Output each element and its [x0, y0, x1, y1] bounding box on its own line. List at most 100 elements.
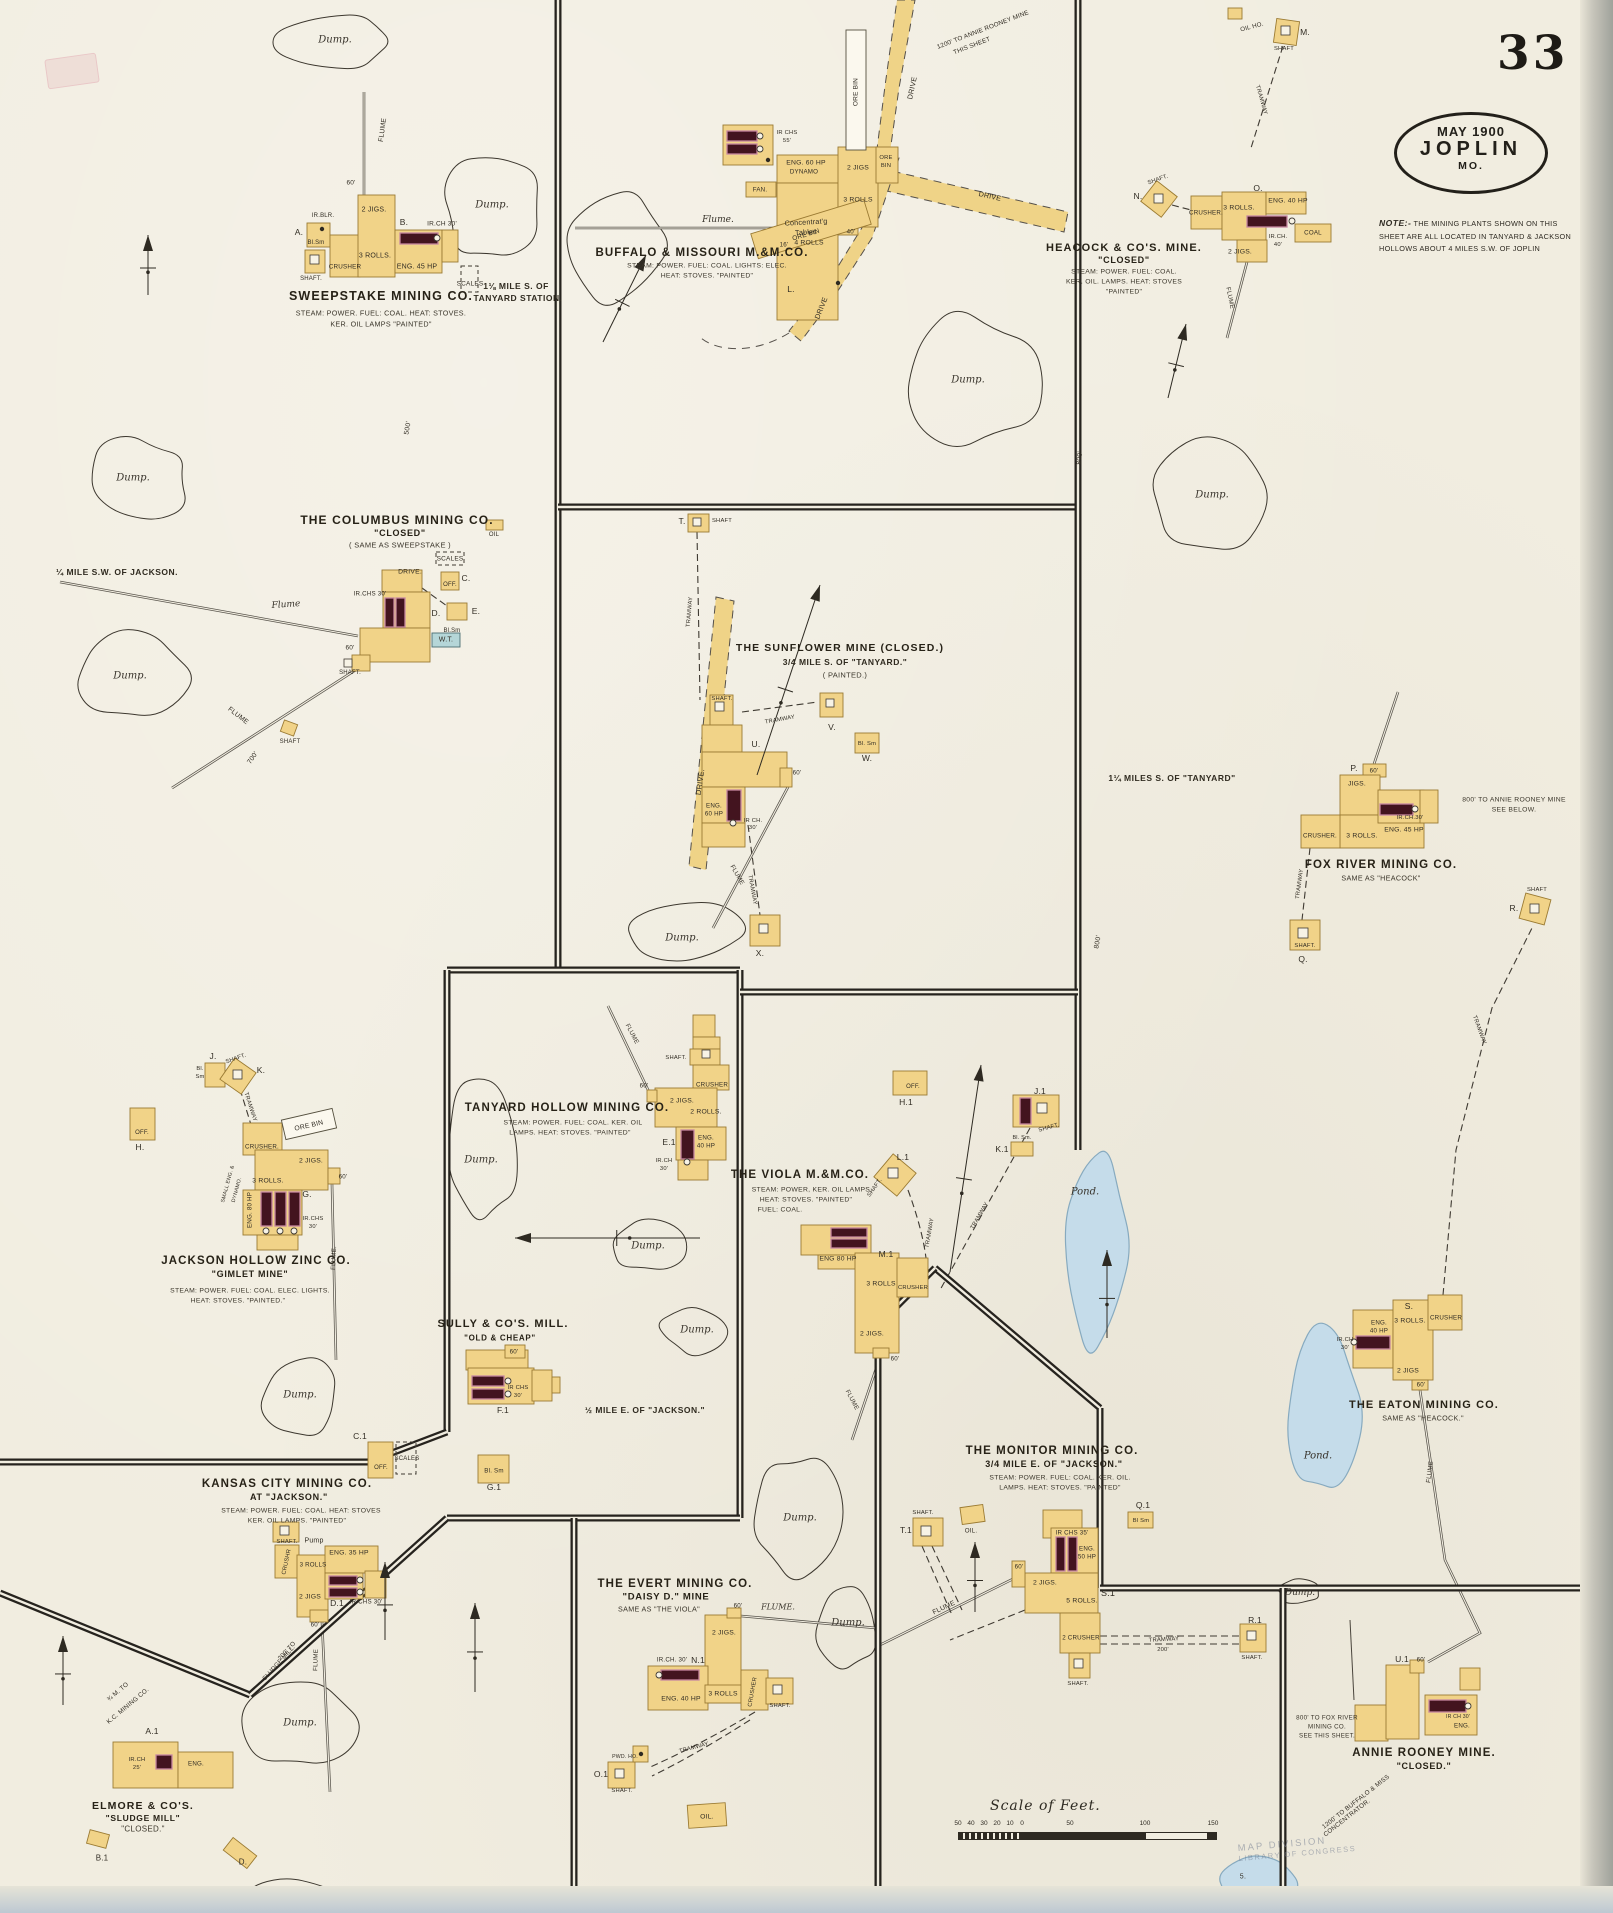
map-label: BUFFALO & MISSOURI M.&M.CO. [595, 247, 809, 259]
map-label: Dump. [113, 670, 147, 682]
map-label: Q. [1298, 954, 1308, 964]
map-label: FLUME. [329, 1245, 339, 1271]
scale-tick: 20 [993, 1820, 1001, 1827]
map-label: CRUSHER. [245, 1143, 279, 1151]
map-label: THE EVERT MINING CO. [597, 1578, 753, 1590]
map-label: SHAFT. [912, 1510, 934, 1516]
flume-lines [59, 92, 1482, 1793]
map-label: OIL. [700, 1813, 714, 1821]
map-label: SHAFT [279, 739, 301, 745]
map-label: ORE BIN [852, 77, 860, 107]
map-label: 30' [1340, 1345, 1350, 1351]
map-label: 1¼ MILES S. OF "TANYARD" [1108, 773, 1236, 783]
map-label: ELMORE & CO'S. [92, 1800, 194, 1812]
map-label: U.1 [1395, 1654, 1409, 1664]
map-label: Flume. [702, 215, 734, 225]
map-label: JACKSON HOLLOW ZINC CO. [161, 1255, 351, 1267]
scale-tick: 50 [954, 1820, 962, 1827]
map-label: SHAFT. [1067, 1681, 1089, 1687]
map-label: THE COLUMBUS MINING CO. [300, 513, 494, 527]
map-label: SCALES [456, 280, 484, 288]
map-label: KANSAS CITY MINING CO. [201, 1478, 373, 1490]
map-label: Dump. [783, 1512, 817, 1524]
map-label: ½ MILE E. OF "JACKSON." [584, 1405, 706, 1415]
map-label: FAN. [752, 186, 768, 194]
map-label: W. [861, 753, 873, 763]
map-label: 30' [308, 1224, 318, 1230]
map-label: SULLY & CO'S. MILL. [437, 1318, 569, 1330]
map-label: IR.CH [655, 1158, 673, 1164]
map-label: "CLOSED" [1098, 255, 1150, 265]
map-label: SHAFT. [1241, 1655, 1263, 1661]
map-label: G. [302, 1189, 312, 1199]
map-label: 3 ROLLS. [358, 252, 392, 260]
map-label: K. [256, 1065, 266, 1075]
map-label: O.1 [593, 1769, 609, 1779]
map-label: 3 ROLLS [843, 196, 873, 204]
map-label: 30' [513, 1393, 523, 1399]
map-label: KER. OIL LAMPS "PAINTED" [330, 319, 432, 329]
map-label: 55' [782, 138, 792, 144]
map-label: Dump. [283, 1717, 317, 1729]
map-label: OFF. [135, 1130, 149, 1136]
map-label: Dump. [1284, 1588, 1316, 1598]
scales-dashed [395, 265, 479, 1475]
map-label: 25' [132, 1765, 142, 1771]
map-label: COAL [1304, 229, 1322, 237]
map-label: OIL. [964, 1527, 978, 1535]
map-label: 2 JIGS. [1032, 1579, 1058, 1587]
scale-bar-segment [958, 1832, 1024, 1840]
map-label: DRIVE. [398, 568, 422, 576]
map-label: 60' [1369, 767, 1379, 775]
map-label: 3 ROLLS [708, 1690, 738, 1698]
map-label: HEAT: STOVES. "PAINTED" [759, 1196, 853, 1204]
map-label: Sm [195, 1074, 205, 1080]
map-label: Dump. [831, 1617, 865, 1629]
map-label: S.1 [1100, 1588, 1116, 1598]
paper-edge-right [1580, 0, 1613, 1913]
map-label: 2 JIGS [1397, 1367, 1419, 1375]
map-label: 1⅛ MILE S. OF [483, 281, 549, 291]
map-label: Bl. Sm [484, 1467, 504, 1475]
scale-tick: 10 [1006, 1820, 1014, 1827]
map-label: Q.1 [1135, 1500, 1151, 1510]
map-label: S. [1404, 1301, 1414, 1311]
map-label: IR.CH [1336, 1337, 1354, 1343]
map-label: ENG. 40 HP [661, 1695, 701, 1703]
map-label: Bl Sm [1132, 1518, 1150, 1524]
note-line-1: THE MINING PLANTS SHOWN ON THIS [1411, 219, 1558, 228]
map-label: 2 ROLLS. [690, 1108, 722, 1116]
map-label: IR.CH 30' [427, 220, 457, 228]
scale-bar-segment [1145, 1832, 1209, 1840]
map-label: SHAFT. [665, 1055, 687, 1061]
map-label: Dump. [318, 34, 352, 46]
map-label: STEAM: POWER, KER. OIL LAMPS. [751, 1186, 873, 1194]
map-label: 40 HP [696, 1142, 716, 1150]
map-label: SHAFT. [1294, 943, 1316, 949]
map-label: ENG. [1454, 1722, 1470, 1730]
map-label: ENG. 60 HP [786, 159, 826, 167]
map-label: CRUSHER [328, 263, 362, 271]
map-label: Dump. [464, 1154, 498, 1166]
map-label: A.1 [145, 1726, 159, 1736]
map-label: 3 ROLLS [866, 1280, 896, 1288]
map-label: STEAM: POWER. FUEL: COAL. ELEC. LIGHTS. [170, 1287, 330, 1295]
map-label: D. [431, 608, 441, 618]
map-label: Dump. [475, 199, 509, 211]
map-label: 5 ROLLS. [1066, 1597, 1098, 1605]
map-label: SAME AS "HEACOCK." [1382, 1413, 1464, 1423]
map-label: 2 JIGS. [298, 1157, 324, 1165]
map-label: JIGS. [1348, 780, 1366, 788]
map-label: L. [787, 284, 795, 294]
map-label: THE VIOLA M.&M.CO. [730, 1169, 870, 1181]
map-label: Dump. [116, 472, 150, 484]
map-label: "GIMLET MINE" [211, 1269, 289, 1279]
map-label: MINING CO. [1307, 1723, 1347, 1731]
map-label: KER. OIL. LAMPS. HEAT: STOVES [1065, 278, 1183, 286]
map-label: SHAFT [1273, 46, 1295, 52]
map-label: THE EATON MINING CO. [1349, 1399, 1499, 1411]
map-label: "CLOSED" [374, 528, 426, 538]
map-label: 2 JIGS. [669, 1097, 695, 1105]
